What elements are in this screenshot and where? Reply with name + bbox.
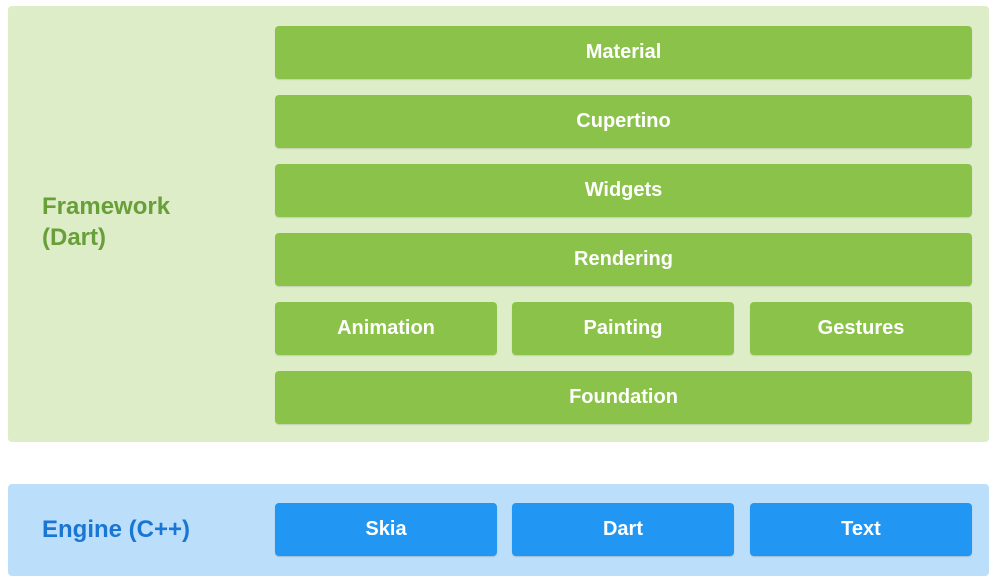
framework-label: Framework (Dart) [42,193,171,251]
gestures-layer-label: Gestures [817,317,905,339]
rendering-layer: Rendering [275,233,972,286]
dart-component-label: Dart [602,518,643,540]
text-component-label: Text [841,518,881,540]
cupertino-layer-label: Cupertino [576,110,671,132]
rendering-layer-label: Rendering [574,248,673,270]
skia-component: Skia [275,503,497,556]
widgets-layer-label: Widgets [584,179,663,201]
animation-layer: Animation [275,302,497,355]
skia-component-label: Skia [365,518,407,540]
engine-panel: Engine (C++) Skia Dart Text [8,484,989,576]
engine-label: Engine (C++) [42,516,191,543]
dart-component: Dart [512,503,734,556]
foundation-layer: Foundation [275,371,972,424]
gestures-layer: Gestures [750,302,972,355]
painting-layer-label: Painting [583,317,663,339]
animation-layer-label: Animation [337,317,435,339]
foundation-layer-label: Foundation [569,386,678,408]
framework-panel: Framework (Dart) Material Cupertino Widg… [8,6,989,442]
painting-layer: Painting [512,302,734,355]
material-layer: Material [275,26,972,79]
text-component: Text [750,503,972,556]
cupertino-layer: Cupertino [275,95,972,148]
widgets-layer: Widgets [275,164,972,217]
material-layer-label: Material [585,41,662,63]
